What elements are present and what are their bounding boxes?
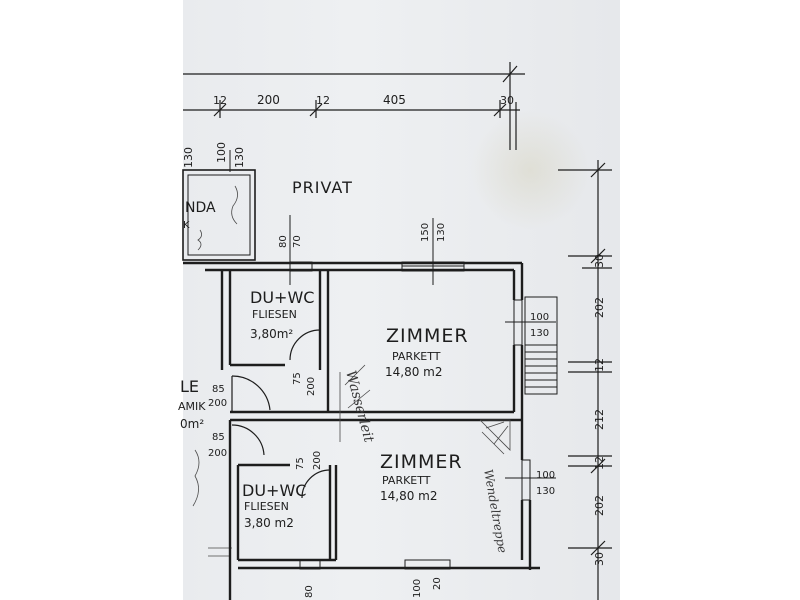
window-stair-width: 100 [530,312,549,323]
wc-upper-title: DU+WC [250,288,314,307]
handwritten-right-note: Wendeltreppe [481,468,510,554]
dim-top-5: 30 [500,94,514,107]
dim-right-3: 12 [593,358,606,372]
door-hall-upper-height: 200 [208,398,227,409]
door-hall-lower-width: 85 [212,432,225,443]
zimmer-upper-finish: PARKETT [392,350,441,363]
veranda-walls [182,169,260,264]
veranda-label: NDA [185,200,216,216]
photo-right-margin [620,0,800,600]
dim-left-1: 130 [182,147,195,168]
window-stair-height: 130 [530,328,549,339]
dim-right-2: 202 [593,297,606,318]
door-hall-lower-height: 200 [208,448,227,459]
opening-ticks [289,215,556,479]
stair-symbol [524,296,558,395]
dim-left-3: 130 [233,147,246,168]
handwritten-hallway-note: Wasserleit [342,369,377,445]
door-hall-upper-width: 85 [212,384,225,395]
window-lower-right-width: 100 [536,470,555,481]
dim-right-7: 30 [593,552,606,566]
zimmer-lower-area: 14,80 m2 [380,489,438,503]
zimmer-upper-area: 14,80 m2 [385,365,443,379]
dim-top-1: 12 [213,94,227,107]
zimmer-lower-room: ZIMMER PARKETT 14,80 m2 [380,451,463,503]
zimmer-upper-title: ZIMMER [386,325,469,347]
pencil-spiral-stair [339,364,511,455]
area-label-privat: PRIVAT [292,178,353,197]
door-wc-lower-height: 200 [312,451,323,470]
dim-left-2: 100 [215,142,228,163]
door-wc-inner-width: 75 [292,372,303,385]
window-upper-width: 150 [420,223,431,242]
right-dimension-lines [558,160,612,600]
wc-lower-area: 3,80 m2 [244,516,294,530]
opening-labels: 80 70 150 130 100 130 75 200 85 200 85 2… [208,223,555,598]
dim-top-4: 405 [383,93,406,107]
left-room-area: 0m² [180,417,204,431]
window-bottom-mid-width: 100 [412,579,423,598]
zimmer-lower-title: ZIMMER [380,451,463,473]
left-room-finish: AMIK [178,400,206,413]
door-wc-upper-width: 80 [278,235,289,248]
wc-upper-area: 3,80m² [250,327,293,341]
top-dimension-lines [183,62,525,150]
window-upper-height: 130 [436,223,447,242]
door-wc-inner-height: 200 [306,377,317,396]
dim-right-5: 12 [593,456,606,470]
window-lower-right-height: 130 [536,486,555,497]
main-walls [183,261,540,600]
zimmer-lower-finish: PARKETT [382,474,431,487]
left-room-label: LE [180,377,199,396]
dim-top-3: 12 [316,94,330,107]
dim-right-6: 202 [593,495,606,516]
wc-upper-finish: FLIESEN [252,308,297,321]
dim-right-4: 212 [593,409,606,430]
door-wc-lower-width: 75 [295,457,306,470]
zimmer-upper-room: ZIMMER PARKETT 14,80 m2 [385,325,469,379]
pencil-scribbles-left [192,185,238,557]
dim-right-1: 30 [593,254,606,268]
veranda-sub-label: K [183,220,190,231]
wc-lower-room: DU+WC FLIESEN 3,80 m2 [242,481,306,530]
wc-upper-room: DU+WC FLIESEN 3,80m² [250,288,314,341]
wc-lower-title: DU+WC [242,481,306,500]
door-swings [231,329,331,500]
window-bottom-left-width: 80 [304,585,315,598]
photo-left-margin [0,0,183,600]
window-bottom-mid-height: 20 [432,577,443,590]
door-wc-upper-height: 70 [292,235,303,248]
left-dimension-labels: 130 100 130 [182,142,246,168]
right-dimension-labels: 30 202 12 212 12 202 30 [593,254,606,566]
dim-top-2: 200 [257,93,280,107]
wc-lower-finish: FLIESEN [244,500,289,513]
top-dimension-labels: 12 200 12 405 30 [213,93,514,107]
paper-sheet [183,0,620,600]
